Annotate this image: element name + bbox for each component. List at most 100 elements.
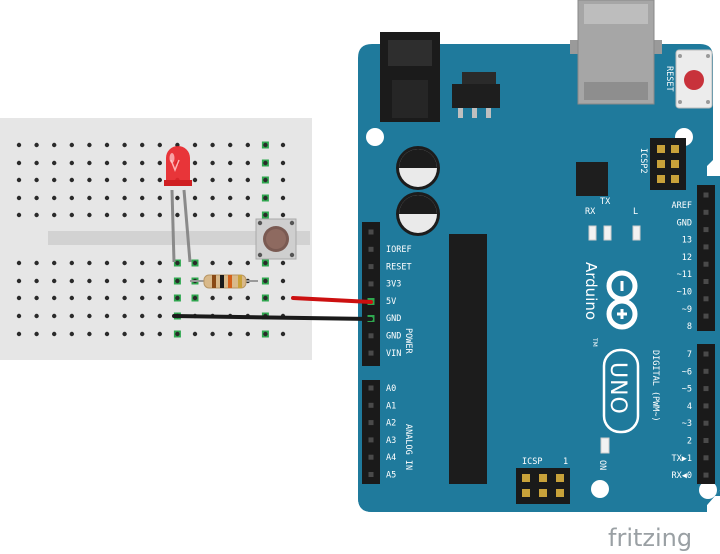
digital-pin — [703, 368, 709, 374]
breadboard-hole — [175, 295, 180, 301]
breadboard-hole — [140, 278, 145, 284]
breadboard-hole — [157, 331, 162, 337]
wire-gnd-black — [172, 314, 373, 321]
breadboard-hole — [16, 278, 22, 284]
analog-pin — [368, 402, 374, 408]
breadboard-hole — [34, 331, 39, 337]
breadboard-hole — [69, 295, 75, 301]
breadboard-hole — [69, 278, 75, 284]
trademark-mark: TM — [591, 337, 598, 347]
breadboard-hole — [140, 331, 145, 337]
breadboard-hole — [263, 260, 268, 266]
breadboard-hole — [175, 331, 180, 337]
digital-pin — [703, 244, 709, 250]
pin-label: TX▶1 — [672, 454, 692, 464]
breadboard-hole — [263, 212, 268, 218]
breadboard-hole — [104, 260, 110, 266]
arduino-infinity-logo — [606, 270, 638, 330]
breadboard-hole — [280, 195, 286, 201]
breadboard-hole — [175, 260, 180, 266]
pin-label: GND — [386, 314, 401, 324]
digital-pin — [703, 313, 709, 319]
digital-pin — [703, 386, 709, 392]
breadboard-hole — [16, 195, 22, 201]
digital-pin — [703, 227, 709, 233]
capacitor — [396, 146, 440, 190]
breadboard-hole — [280, 278, 286, 284]
capacitor — [396, 192, 440, 236]
breadboard-hole — [87, 331, 92, 337]
icsp2-pin — [671, 175, 679, 183]
breadboard-hole — [69, 331, 75, 337]
breadboard-hole — [192, 212, 198, 218]
power-section-label: POWER — [403, 328, 413, 354]
breadboard-hole — [122, 295, 127, 301]
pin-label: AREF — [672, 201, 692, 211]
breadboard-hole — [280, 142, 286, 148]
breadboard-hole — [87, 295, 92, 301]
pin-label: 5V — [386, 297, 396, 307]
breadboard-hole — [52, 260, 57, 266]
icsp-pin — [539, 474, 547, 482]
breadboard-hole — [34, 278, 39, 284]
pin-label: A5 — [386, 471, 396, 481]
pin-label: A1 — [386, 401, 396, 411]
breadboard-hole — [34, 142, 39, 148]
icsp-pin-one-label: 1 — [563, 457, 568, 467]
mounting-hole — [366, 128, 384, 146]
digital-pin — [703, 351, 709, 357]
breadboard-hole — [34, 313, 39, 319]
breadboard-hole — [16, 212, 22, 218]
breadboard-hole — [175, 195, 180, 201]
breadboard-hole — [175, 278, 180, 284]
fritzing-watermark: fritzing — [608, 524, 692, 552]
icsp-pin — [539, 489, 547, 497]
red-led — [164, 146, 192, 186]
breadboard-hole — [210, 142, 215, 148]
usb-chip — [576, 162, 608, 196]
power-pin — [368, 333, 374, 339]
breadboard-hole — [52, 278, 57, 284]
pin-label: VIN — [386, 349, 401, 359]
breadboard-hole — [52, 160, 57, 166]
breadboard-hole — [87, 160, 92, 166]
breadboard-hole — [69, 160, 75, 166]
breadboard-hole — [69, 313, 75, 319]
breadboard-hole — [210, 177, 215, 183]
breadboard-hole — [69, 142, 75, 148]
uno-logo: UNO — [602, 348, 640, 434]
reset-button — [675, 49, 713, 109]
pin-label: ~10 — [677, 288, 692, 298]
breadboard-hole — [104, 313, 110, 319]
breadboard-hole — [34, 260, 39, 266]
breadboard-hole — [104, 331, 110, 337]
pin-label: RESET — [386, 262, 412, 272]
analog-pin — [368, 385, 374, 391]
l-led — [632, 225, 641, 241]
breadboard-hole — [140, 177, 145, 183]
breadboard-hole — [69, 212, 75, 218]
pin-label: A2 — [386, 419, 396, 429]
breadboard-hole — [228, 295, 233, 301]
breadboard-hole — [34, 177, 39, 183]
digital-pin — [703, 438, 709, 443]
power-pin — [368, 264, 374, 270]
pin-label: 4 — [687, 402, 692, 412]
icsp2-label: ICSP2 — [638, 148, 648, 174]
on-led — [600, 437, 610, 454]
breadboard-hole — [140, 212, 145, 218]
power-pin — [368, 350, 374, 356]
breadboard-hole — [16, 295, 22, 301]
digital-pin — [703, 472, 709, 478]
pin-label: IOREF — [386, 245, 412, 255]
analog-section-label: ANALOG IN — [403, 424, 413, 470]
breadboard-hole — [52, 331, 57, 337]
breadboard-hole — [122, 313, 127, 319]
breadboard-hole — [34, 212, 39, 218]
on-label: ON — [597, 460, 607, 470]
analog-pin — [368, 437, 374, 443]
breadboard-hole — [192, 160, 198, 166]
breadboard-hole — [228, 331, 233, 337]
pin-label: 13 — [682, 236, 692, 246]
